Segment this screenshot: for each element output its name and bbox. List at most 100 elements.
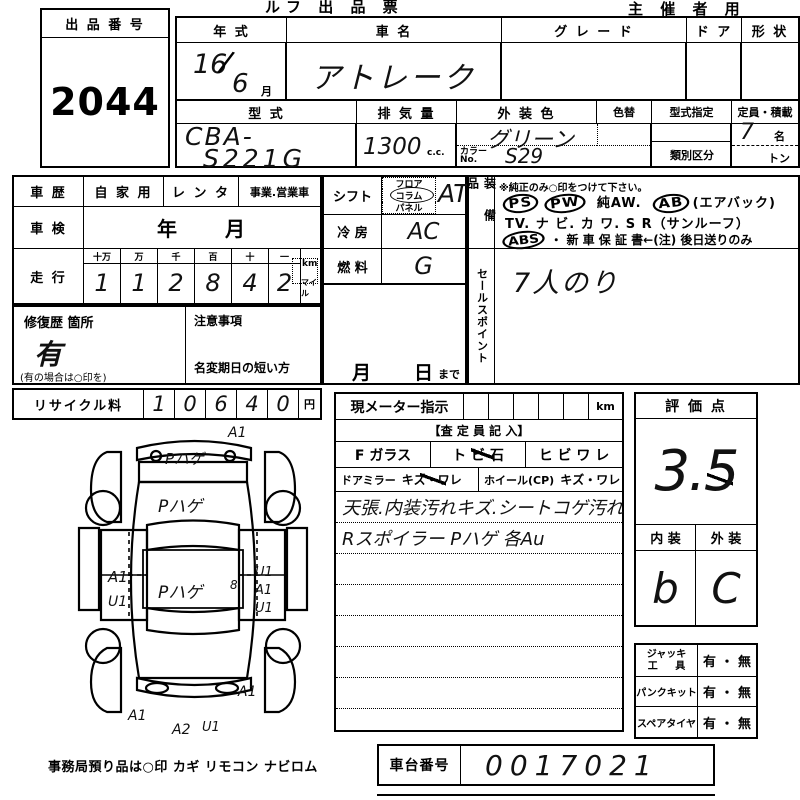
- mileage-label: 走 行: [14, 249, 84, 303]
- door-mirror-row[interactable]: ドアミラー キズ・ワレ: [336, 468, 479, 492]
- repair-caution-block: 修復歴 箇所 有 (有の場合は○印を) 注意事項 名変期日の短い方: [12, 305, 322, 385]
- class-division: 類別区分: [652, 124, 732, 168]
- class-division-label: 類別区分: [670, 149, 714, 162]
- damage-mark-13: U1: [202, 720, 220, 735]
- puncture-kit-label: パンクキット: [636, 677, 698, 707]
- door-label: ド ア: [687, 18, 742, 43]
- stone-chip-option[interactable]: ト ビ 石: [431, 442, 526, 468]
- lot-number-box: 出 品 番 号 2044: [40, 8, 170, 168]
- meter-digit-1[interactable]: [489, 394, 514, 420]
- displacement-label: 排 気 量: [357, 101, 457, 124]
- capacity-tons: トン: [768, 152, 790, 165]
- capacity-label: 定員・積載: [732, 101, 798, 124]
- inspection-note-3[interactable]: [336, 585, 622, 616]
- damage-mark-7: U1: [255, 565, 273, 580]
- ac-value: AC: [382, 215, 465, 249]
- private-use-label[interactable]: 自 家 用: [84, 177, 164, 207]
- spec-spacer: [322, 285, 467, 385]
- aw-option[interactable]: 純AW.: [596, 196, 642, 211]
- chassis-number-row: 車台番号 0017021: [377, 744, 715, 786]
- inspection-note-6[interactable]: [336, 678, 622, 709]
- inspection-note-5[interactable]: [336, 647, 622, 678]
- recycle-digit-3: 4: [237, 390, 268, 418]
- meter-digit-3[interactable]: [539, 394, 564, 420]
- equipment-salespoint-block: 装 備 品 セールスポイント ※純正のみ○印をつけて下さい。 PS PW 純AW…: [466, 175, 800, 385]
- name-value: アトレーク: [287, 43, 502, 101]
- spare-tire-value[interactable]: 有 ・ 無: [702, 716, 752, 732]
- mileage-digit-2: 千 2: [158, 249, 195, 303]
- equipment-vert-label: 装 備 品: [466, 177, 497, 249]
- inspection-note-0[interactable]: 天張.内装汚れキズ.シートコゲ汚れ: [336, 492, 623, 523]
- front-glass-label[interactable]: F ガラス: [336, 442, 431, 468]
- pw-option[interactable]: PW: [543, 191, 587, 216]
- damage-mark-3: A1: [108, 568, 128, 586]
- meter-digit-2[interactable]: [514, 394, 539, 420]
- recycle-fee-label: リサイクル料: [14, 390, 144, 418]
- recycle-digit-1: 0: [175, 390, 206, 418]
- car-outline-svg: [77, 439, 309, 714]
- damage-mark-4: U1: [108, 594, 128, 610]
- rental-label[interactable]: レ ン タ: [164, 177, 239, 207]
- ab-option[interactable]: AB: [651, 192, 691, 215]
- puncture-kit-value[interactable]: 有 ・ 無: [698, 677, 756, 707]
- mileage-unit-checkbox[interactable]: [292, 258, 318, 284]
- accessories-block: ジャッキ 工 具 有 ・ 無 パンクキット 有 ・ 無 スペアタイヤ 有 ・ 無: [634, 643, 758, 739]
- jack-tools-value[interactable]: 有 ・ 無: [698, 645, 756, 677]
- meter-digit-0[interactable]: [464, 394, 489, 420]
- exterior-color-label: 外 装 色: [457, 101, 597, 124]
- caution-cell: 注意事項 名変期日の短い方: [194, 314, 291, 375]
- history-label: 車 歴: [14, 177, 84, 207]
- vehicle-info-grid: 年 式 車 名 グ レ ー ド ド ア 形 状 16 / 6 月 アトレーク: [175, 16, 800, 173]
- equipment-cell: ※純正のみ○印をつけて下さい。 PS PW 純AW. AB (エアバック) TV…: [495, 177, 798, 252]
- business-label[interactable]: 事業.営業車: [239, 177, 320, 207]
- history-block: 車 歴 自 家 用 レ ン タ 事業.営業車 車 検 年 月 走 行 十万 1 …: [12, 175, 322, 305]
- equipment-line-1: PS PW 純AW. AB (エアバック): [501, 191, 776, 216]
- salespoint-vert-label: セールスポイント: [469, 249, 495, 383]
- spare-tire-label: スペアタイヤ: [636, 707, 698, 737]
- damage-mark-11: A1: [128, 708, 147, 724]
- interior-value: b: [636, 551, 696, 625]
- ps-option[interactable]: PS: [501, 192, 540, 215]
- score-value: 3.5: [636, 419, 756, 525]
- inspection-note-4[interactable]: [336, 616, 622, 647]
- inspection-note-2[interactable]: [336, 554, 622, 585]
- capacity-value: 7 名 トン: [732, 120, 798, 168]
- damage-mark-1: Pハゲ: [165, 450, 205, 468]
- model-label: 型 式: [177, 101, 357, 124]
- abs-option[interactable]: ABS: [501, 228, 546, 252]
- meter-digit-4[interactable]: [564, 394, 589, 420]
- equipment-line-3: ABS ・ 新 車 保 証 書←(注) 後日送りのみ: [501, 228, 752, 252]
- type-spec-label: 型式指定: [652, 101, 732, 124]
- damage-mark-0: A1: [228, 425, 247, 441]
- recycle-digit-2: 6: [206, 390, 237, 418]
- color-name-cell: グリーン: [457, 124, 597, 153]
- damage-mark-6: 8: [230, 578, 238, 592]
- crack-option[interactable]: ヒ ビ ワ レ: [526, 442, 622, 468]
- caution-until: 月 日 まで: [352, 362, 460, 384]
- car-damage-diagram[interactable]: [55, 420, 335, 740]
- damage-mark-10: A1: [238, 684, 257, 700]
- column-option[interactable]: コラム: [389, 187, 434, 203]
- door-value: [687, 43, 742, 101]
- header-top-center: ルフ 出 品 票: [265, 0, 404, 16]
- repaint-label: 色替: [597, 101, 652, 124]
- wheel-row[interactable]: ホイール(CP) キズ・ワレ: [479, 468, 733, 492]
- damage-mark-9: U1: [255, 601, 273, 616]
- chassis-number-label: 車台番号: [379, 746, 461, 784]
- year-value: 16 / 6 月: [177, 43, 287, 101]
- inspection-note-1[interactable]: Rスポイラー Pハゲ 各Au: [336, 523, 622, 554]
- fuel-value: G: [414, 252, 433, 280]
- salespoint-cell: 7人のり: [513, 268, 620, 299]
- footer-note: 事務局預り品は○印 カギ リモコン ナビロム: [48, 760, 318, 775]
- meter-km-label: km: [589, 394, 622, 420]
- year-label: 年 式: [177, 18, 287, 43]
- recycle-digit-4: 0: [268, 390, 299, 418]
- bottom-divider: [377, 794, 715, 800]
- recycle-unit: 円: [304, 398, 315, 411]
- equipment-line-2[interactable]: TV. ナ ビ. カ ワ. S R（サンルーフ）: [505, 217, 750, 232]
- capacity-persons: 7 名: [732, 120, 798, 146]
- meter-label: 現メーター指示: [336, 394, 464, 420]
- shaken-label: 車 検: [14, 207, 84, 249]
- damage-mark-5: Pハゲ: [158, 583, 203, 603]
